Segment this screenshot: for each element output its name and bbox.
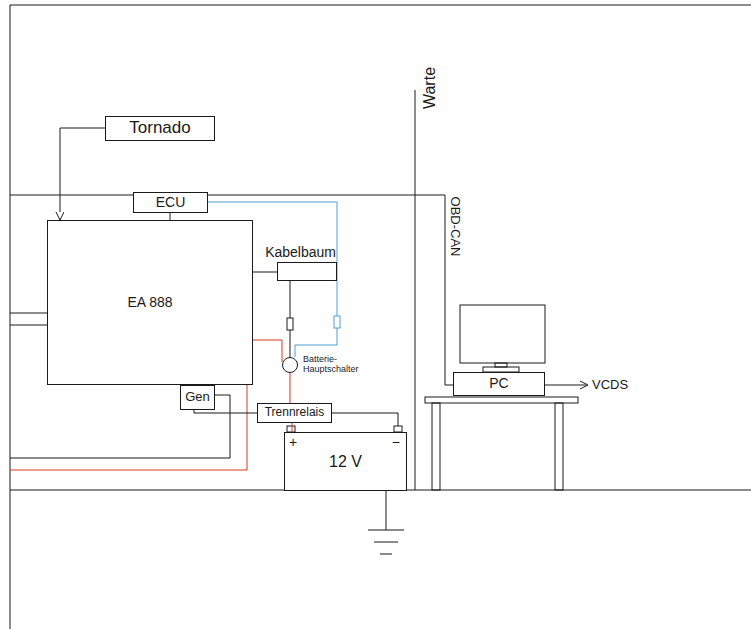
pc-box: PC <box>453 372 545 396</box>
bus-line <box>10 195 133 196</box>
battery-box: +12 V − <box>284 432 407 491</box>
shaft-line <box>10 325 47 326</box>
node-label: + <box>289 435 297 450</box>
minus-wire <box>332 413 398 426</box>
ground-symbol <box>368 530 404 531</box>
node-label: Tornado <box>129 119 190 138</box>
table-leg <box>555 403 563 490</box>
ground-wire <box>386 491 387 530</box>
engine-box: EA 888 <box>47 220 253 385</box>
software-label: VCDS <box>592 378 628 391</box>
node-label: Batterie- Hauptschalter <box>303 355 367 375</box>
table-top <box>425 397 578 403</box>
node-label: 12 V <box>329 453 362 471</box>
node-label: ECU <box>156 195 186 210</box>
monitor-screen <box>460 305 545 363</box>
wall-line <box>415 90 416 490</box>
frame-line <box>10 5 751 6</box>
wire-connector <box>290 281 291 357</box>
fan-box: Tornado <box>105 116 215 141</box>
wire-connector <box>290 373 291 403</box>
wire-connector <box>292 423 293 432</box>
shaft-line <box>10 313 47 314</box>
node-label: PC <box>489 376 508 391</box>
wire-connector <box>194 410 257 413</box>
table-leg <box>432 403 440 490</box>
node-label: Gen <box>185 390 210 404</box>
node-label: − <box>392 435 400 450</box>
generator-box: Gen <box>180 385 215 410</box>
relay-box: Trennrelais <box>257 403 332 423</box>
room-label: Warte <box>422 67 438 109</box>
ground-symbol <box>380 554 392 555</box>
node-label: EA 888 <box>127 295 172 310</box>
node-label: Kabelbaum <box>265 245 336 260</box>
ecu-box: ECU <box>133 192 208 213</box>
node-label: Trennrelais <box>265 406 325 419</box>
frame-line <box>10 5 11 629</box>
signal-name: OBD-CAN <box>449 196 462 256</box>
battery-switch: Batterie- Hauptschalter <box>282 357 298 373</box>
wire-connector <box>170 213 171 220</box>
fuse-symbol <box>287 318 293 330</box>
monitor-stand <box>495 363 507 367</box>
output-arrow <box>545 385 586 386</box>
ground-symbol <box>374 542 398 543</box>
output-arrowhead <box>580 381 588 389</box>
wire-connector <box>253 272 277 273</box>
fuse-symbol <box>334 316 340 328</box>
wire-connector <box>60 128 105 220</box>
harness-box: Kabelbaum <box>277 262 337 281</box>
